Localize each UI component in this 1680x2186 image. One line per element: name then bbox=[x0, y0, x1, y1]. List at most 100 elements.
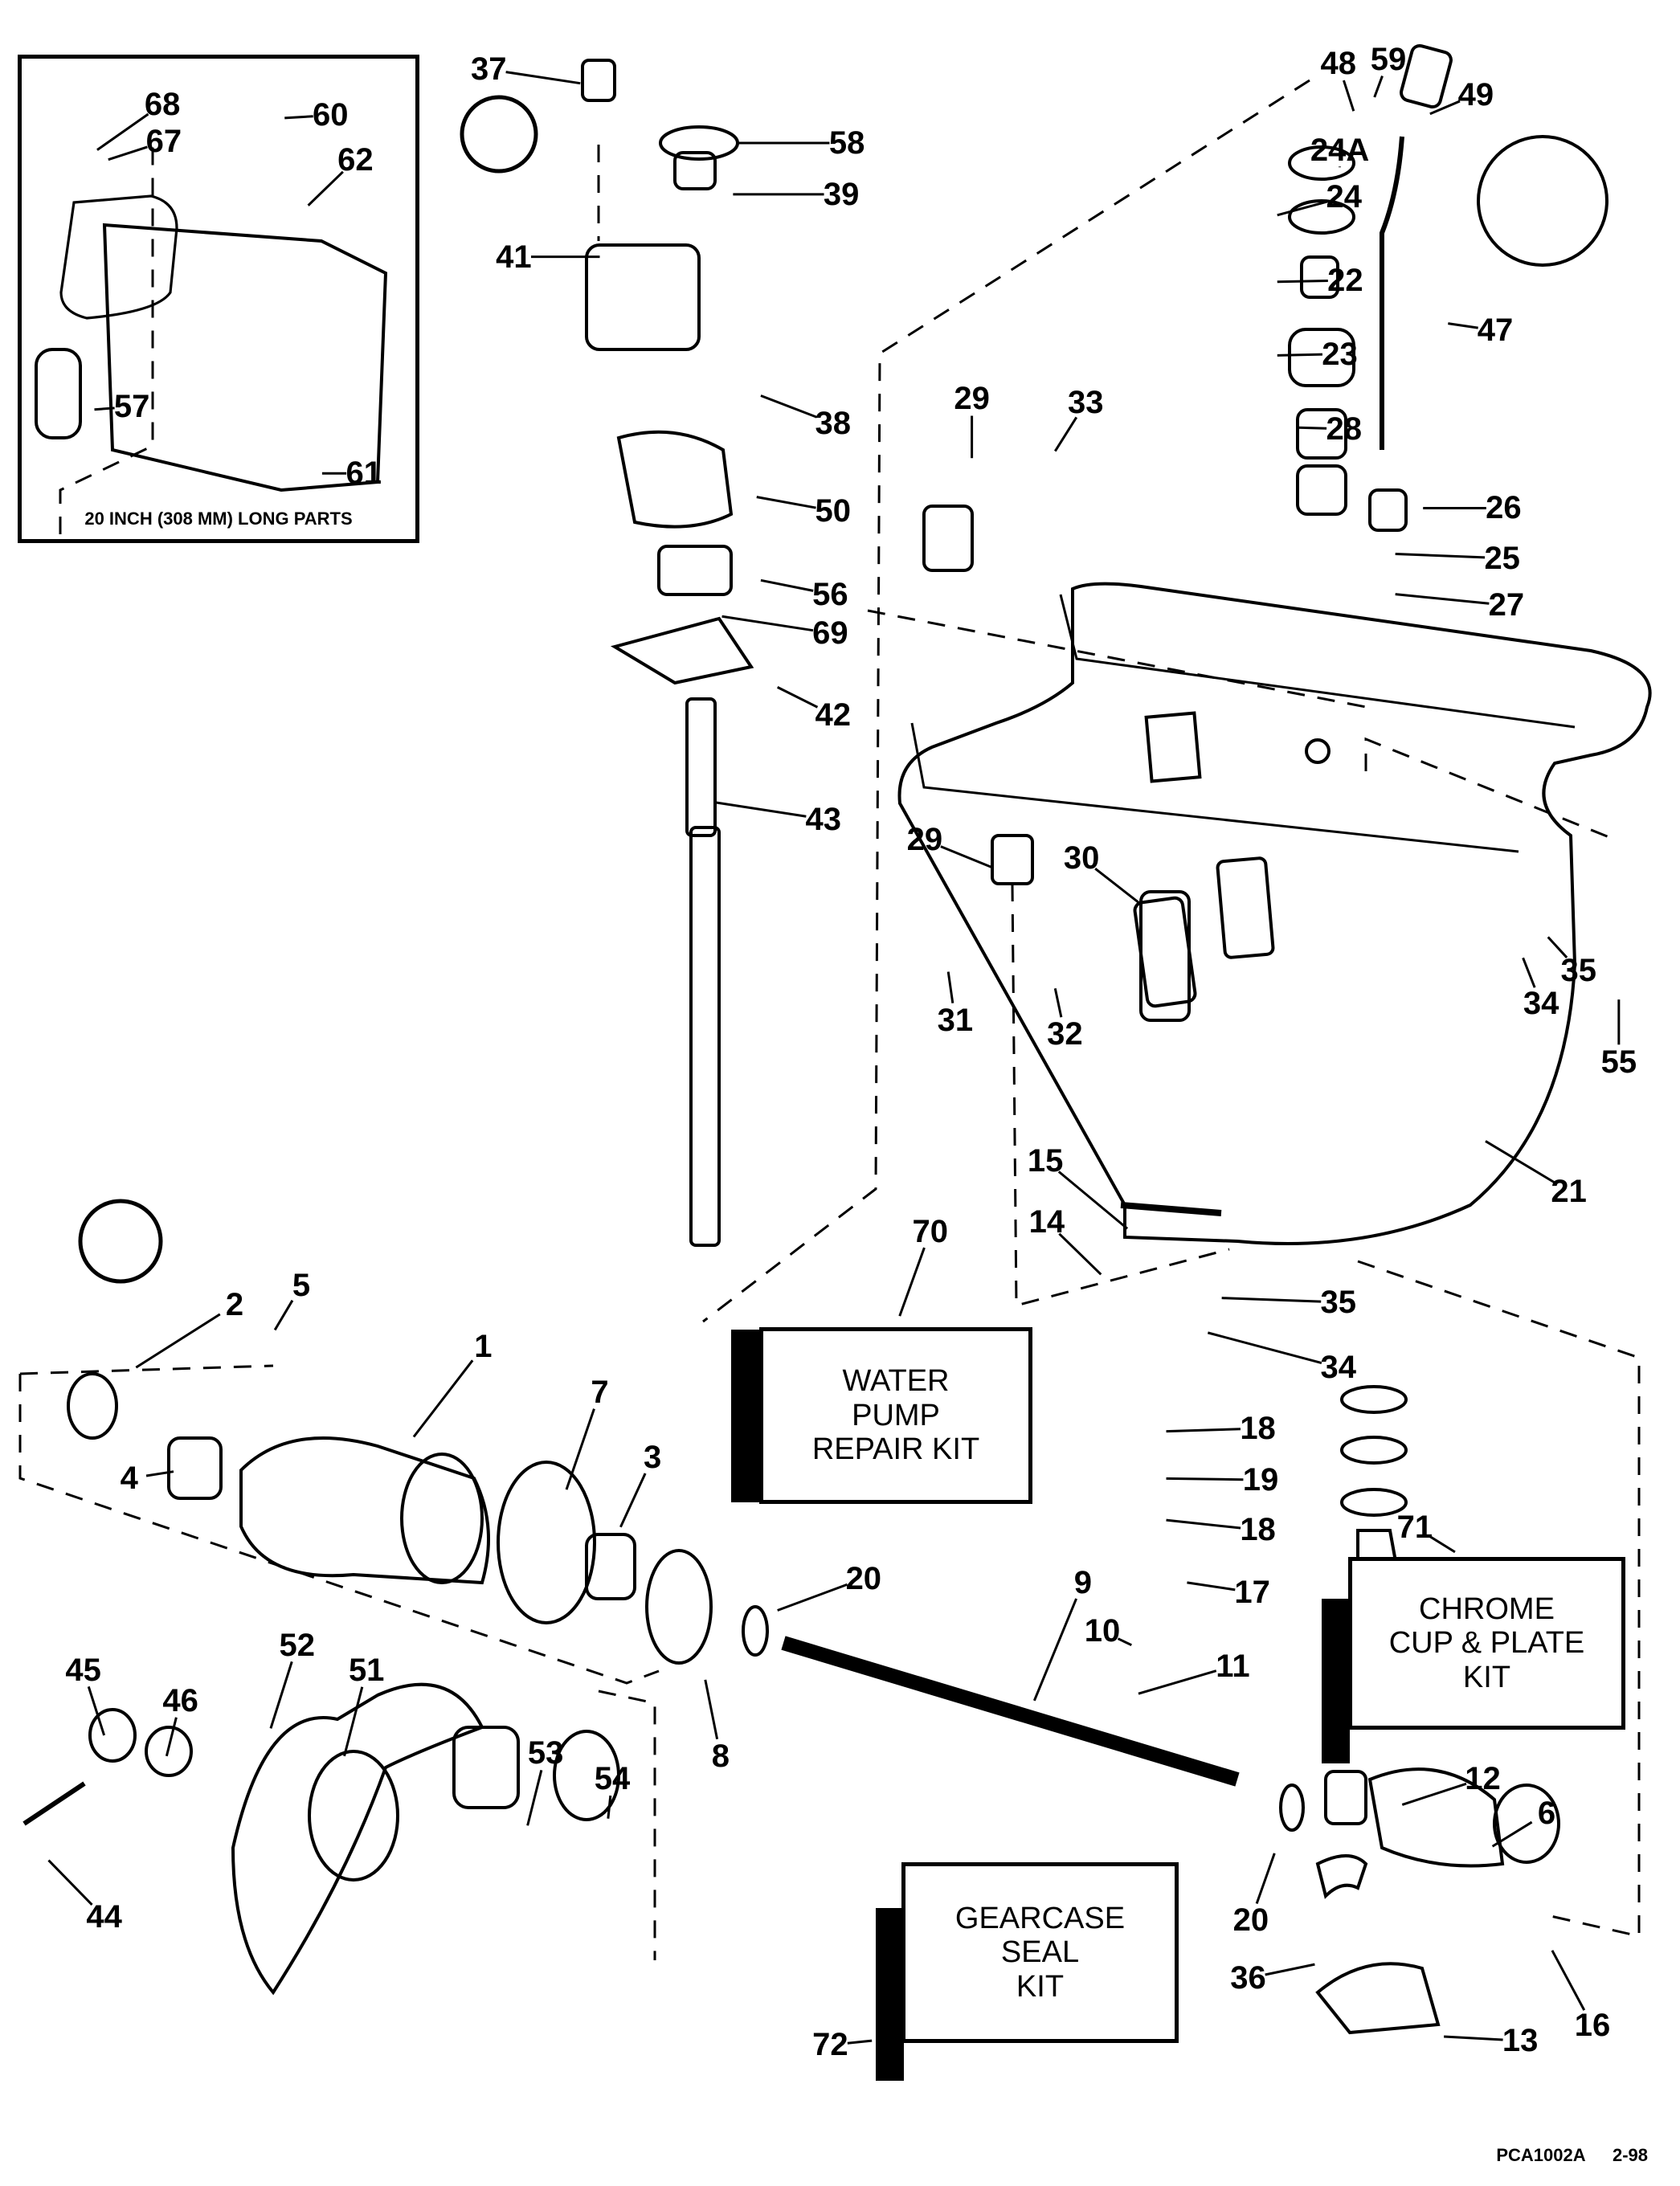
leader-line-12 bbox=[1401, 1782, 1467, 1806]
callout-label-67[interactable]: 67 bbox=[145, 124, 182, 160]
callout-label-9[interactable]: 9 bbox=[1073, 1564, 1092, 1600]
leader-line-17 bbox=[1187, 1581, 1236, 1591]
callout-label-20[interactable]: 20 bbox=[845, 1560, 882, 1596]
callout-label-43[interactable]: 43 bbox=[805, 801, 841, 837]
callout-label-55[interactable]: 55 bbox=[1600, 1044, 1637, 1080]
leader-line-57 bbox=[94, 407, 115, 411]
callout-label-1[interactable]: 1 bbox=[474, 1329, 493, 1365]
leader-line-50 bbox=[756, 496, 816, 509]
callout-label-25[interactable]: 25 bbox=[1484, 540, 1520, 576]
callout-label-17[interactable]: 17 bbox=[1234, 1575, 1270, 1611]
leader-line-51 bbox=[343, 1686, 364, 1757]
callout-label-68[interactable]: 68 bbox=[144, 86, 181, 122]
callout-label-18[interactable]: 18 bbox=[1240, 1411, 1276, 1447]
callout-label-6[interactable]: 6 bbox=[1537, 1795, 1556, 1831]
callout-label-60[interactable]: 60 bbox=[313, 97, 349, 133]
callout-label-28[interactable]: 28 bbox=[1326, 411, 1362, 447]
callout-label-21[interactable]: 21 bbox=[1551, 1173, 1587, 1209]
callout-label-29b[interactable]: 29 bbox=[906, 822, 943, 858]
callout-label-54[interactable]: 54 bbox=[594, 1760, 631, 1796]
callout-label-50[interactable]: 50 bbox=[815, 492, 852, 529]
callout-label-39[interactable]: 39 bbox=[823, 176, 860, 212]
callout-label-12[interactable]: 12 bbox=[1465, 1760, 1501, 1796]
leader-line-52 bbox=[269, 1661, 293, 1729]
callout-label-4[interactable]: 4 bbox=[120, 1461, 138, 1497]
callout-label-32[interactable]: 32 bbox=[1047, 1016, 1083, 1052]
callout-label-45[interactable]: 45 bbox=[65, 1652, 101, 1688]
callout-label-35[interactable]: 35 bbox=[1560, 952, 1596, 988]
leader-line-34b bbox=[1207, 1331, 1322, 1364]
callout-label-48[interactable]: 48 bbox=[1320, 46, 1357, 82]
callout-label-56[interactable]: 56 bbox=[812, 576, 848, 612]
callout-label-62[interactable]: 62 bbox=[337, 141, 374, 178]
leader-line-20 bbox=[777, 1583, 848, 1612]
callout-label-24A[interactable]: 24A bbox=[1310, 132, 1370, 168]
callout-label-49[interactable]: 49 bbox=[1457, 76, 1494, 112]
callout-label-70[interactable]: 70 bbox=[912, 1213, 949, 1249]
callout-label-47[interactable]: 47 bbox=[1477, 313, 1514, 349]
leader-line-72 bbox=[847, 2039, 873, 2045]
water-pump-kit-label: WATER PUMP REPAIR KIT bbox=[812, 1364, 979, 1467]
callout-label-14[interactable]: 14 bbox=[1028, 1203, 1065, 1240]
callout-label-13[interactable]: 13 bbox=[1502, 2023, 1539, 2059]
callout-label-10[interactable]: 10 bbox=[1084, 1613, 1121, 1649]
callout-label-71[interactable]: 71 bbox=[1396, 1509, 1433, 1545]
callout-label-18b[interactable]: 18 bbox=[1240, 1512, 1276, 1548]
callout-label-19[interactable]: 19 bbox=[1242, 1462, 1279, 1498]
callout-label-72[interactable]: 72 bbox=[812, 2027, 848, 2063]
callout-label-44[interactable]: 44 bbox=[86, 1899, 122, 1935]
callout-label-46[interactable]: 46 bbox=[162, 1682, 198, 1718]
leader-line-33 bbox=[1054, 416, 1078, 452]
callout-label-58[interactable]: 58 bbox=[828, 125, 865, 161]
callout-label-52[interactable]: 52 bbox=[279, 1627, 316, 1663]
callout-label-38[interactable]: 38 bbox=[815, 406, 852, 442]
callout-label-51[interactable]: 51 bbox=[348, 1652, 385, 1688]
kit-line: SEAL bbox=[1000, 1935, 1080, 1970]
leader-line-35 bbox=[1547, 936, 1568, 958]
callout-label-20b[interactable]: 20 bbox=[1232, 1902, 1269, 1938]
callout-label-8[interactable]: 8 bbox=[711, 1738, 730, 1774]
callout-label-15[interactable]: 15 bbox=[1027, 1142, 1064, 1179]
chrome-cup-plate-kit-box[interactable]: CHROME CUP & PLATE KIT bbox=[1348, 1557, 1625, 1730]
water-pump-repair-kit-box[interactable]: WATER PUMP REPAIR KIT bbox=[759, 1327, 1032, 1504]
callout-label-3[interactable]: 3 bbox=[644, 1440, 662, 1476]
callout-label-69[interactable]: 69 bbox=[812, 615, 848, 651]
callout-label-34b[interactable]: 34 bbox=[1320, 1350, 1357, 1386]
leader-line-8 bbox=[704, 1679, 719, 1740]
callout-label-37[interactable]: 37 bbox=[471, 51, 507, 88]
callout-label-22[interactable]: 22 bbox=[1327, 263, 1363, 299]
callout-label-42[interactable]: 42 bbox=[815, 697, 852, 733]
callout-label-34[interactable]: 34 bbox=[1523, 986, 1559, 1022]
leader-line-2 bbox=[135, 1313, 221, 1369]
callout-label-27[interactable]: 27 bbox=[1488, 587, 1525, 623]
long-parts-inset: 20 INCH (308 MM) LONG PARTS bbox=[18, 55, 419, 543]
leader-line-36 bbox=[1265, 1963, 1315, 1976]
callout-label-24[interactable]: 24 bbox=[1326, 179, 1362, 215]
callout-label-57[interactable]: 57 bbox=[113, 389, 150, 425]
callout-label-35b[interactable]: 35 bbox=[1320, 1284, 1357, 1320]
callout-label-30[interactable]: 30 bbox=[1063, 840, 1100, 876]
callout-label-61[interactable]: 61 bbox=[345, 456, 382, 492]
callout-label-36[interactable]: 36 bbox=[1230, 1960, 1266, 1996]
leader-line-4 bbox=[145, 1470, 174, 1477]
leader-line-35b bbox=[1221, 1297, 1322, 1303]
drawing-code: PCA1002A bbox=[1496, 2145, 1585, 2165]
leader-line-42 bbox=[777, 686, 819, 709]
gearcase-housing bbox=[897, 582, 1652, 1245]
callout-label-23[interactable]: 23 bbox=[1322, 336, 1358, 372]
callout-label-59[interactable]: 59 bbox=[1370, 42, 1407, 78]
callout-label-33[interactable]: 33 bbox=[1068, 385, 1104, 421]
callout-label-31[interactable]: 31 bbox=[937, 1003, 974, 1039]
callout-label-26[interactable]: 26 bbox=[1486, 490, 1522, 526]
callout-label-5[interactable]: 5 bbox=[292, 1268, 311, 1304]
callout-label-53[interactable]: 53 bbox=[527, 1735, 564, 1771]
leader-line-68 bbox=[96, 112, 149, 151]
callout-label-2[interactable]: 2 bbox=[225, 1287, 244, 1323]
drawing-date: 2-98 bbox=[1612, 2145, 1648, 2165]
callout-label-16[interactable]: 16 bbox=[1574, 2008, 1611, 2044]
callout-label-41[interactable]: 41 bbox=[496, 239, 532, 275]
callout-label-7[interactable]: 7 bbox=[591, 1375, 609, 1411]
callout-label-29[interactable]: 29 bbox=[954, 380, 990, 416]
callout-label-11[interactable]: 11 bbox=[1216, 1648, 1250, 1684]
gearcase-seal-kit-box[interactable]: GEARCASE SEAL KIT bbox=[901, 1862, 1179, 2043]
